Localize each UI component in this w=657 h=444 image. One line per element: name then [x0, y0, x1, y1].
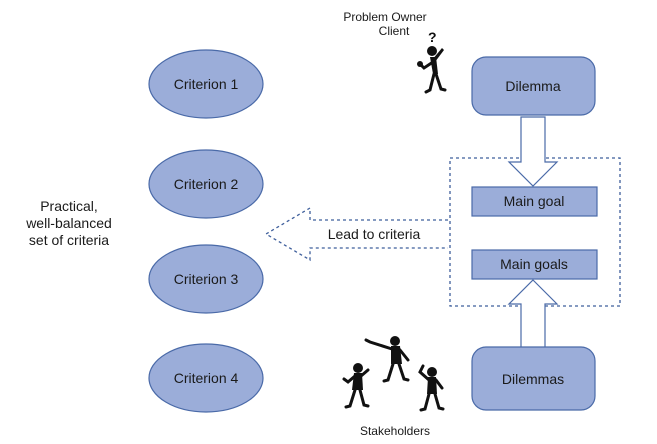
- criterion-1-label: Criterion 1: [174, 76, 239, 92]
- stakeholders-label: Stakeholders: [359, 424, 431, 438]
- down-arrow: [507, 116, 559, 187]
- problem-owner-label: Problem Owner Client: [335, 10, 435, 38]
- problem-owner-line-2: Client: [378, 24, 410, 38]
- criterion-1: Criterion 1: [148, 49, 264, 119]
- dilemmas-label: Dilemmas: [502, 371, 564, 387]
- criteria-set-line-2: well-balanced: [26, 215, 112, 231]
- main-goal-box: Main goal: [471, 186, 598, 217]
- criteria-set-line-1: Practical,: [40, 198, 98, 214]
- up-arrow: [507, 279, 559, 349]
- question-figure-icon: ?: [417, 29, 447, 94]
- criteria-set-label: Practical, well-balanced set of criteria: [22, 198, 116, 249]
- criterion-4: Criterion 4: [148, 343, 264, 413]
- main-goals-box: Main goals: [471, 249, 598, 280]
- criterion-2: Criterion 2: [148, 149, 264, 219]
- criterion-3-label: Criterion 3: [174, 271, 239, 287]
- criteria-set-line-3: set of criteria: [28, 232, 110, 248]
- criterion-3: Criterion 3: [148, 244, 264, 314]
- dilemma-box: Dilemma: [471, 56, 596, 116]
- lead-to-criteria-label: Lead to criteria: [328, 226, 421, 242]
- svg-text:?: ?: [428, 29, 437, 45]
- main-goal-label: Main goal: [504, 193, 565, 209]
- criterion-4-label: Criterion 4: [174, 370, 239, 386]
- lead-to-criteria-arrow: [264, 206, 448, 262]
- dilemma-label: Dilemma: [505, 78, 560, 94]
- dilemmas-box: Dilemmas: [471, 346, 596, 411]
- problem-owner-line-1: Problem Owner: [343, 10, 427, 24]
- main-goals-label: Main goals: [500, 256, 568, 272]
- criterion-2-label: Criterion 2: [174, 176, 239, 192]
- stakeholder-figures-icon: [342, 336, 445, 412]
